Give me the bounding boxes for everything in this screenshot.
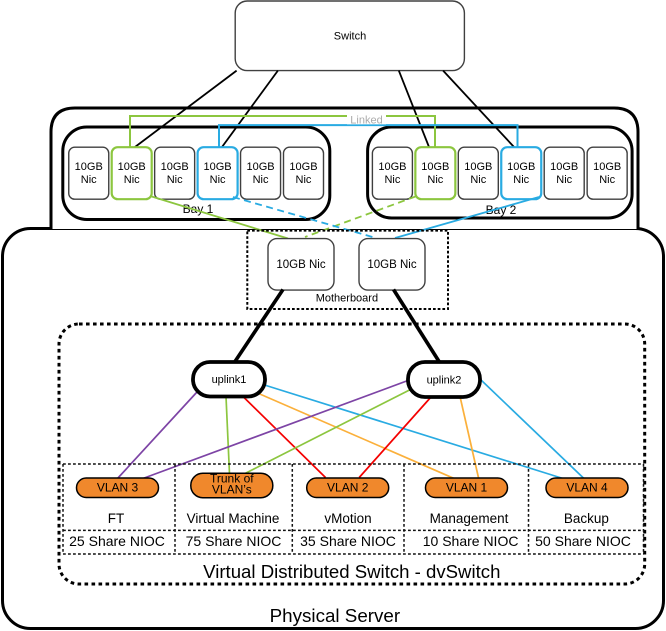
svg-text:uplink1: uplink1 [212, 374, 247, 386]
svg-text:10GB: 10GB [550, 161, 578, 173]
svg-text:Nic: Nic [210, 174, 226, 186]
svg-text:10GB Nic: 10GB Nic [367, 259, 416, 271]
svg-text:Physical Server: Physical Server [270, 605, 400, 626]
svg-text:Backup: Backup [564, 511, 609, 526]
svg-text:Nic: Nic [384, 174, 400, 186]
svg-text:10GB: 10GB [421, 161, 449, 173]
svg-text:10GB: 10GB [75, 161, 103, 173]
svg-text:VLAN’s: VLAN’s [212, 483, 252, 497]
svg-text:10GB: 10GB [161, 161, 189, 173]
svg-text:Nic: Nic [470, 174, 486, 186]
svg-text:10GB: 10GB [507, 161, 535, 173]
svg-text:Nic: Nic [599, 174, 615, 186]
svg-text:Linked: Linked [350, 115, 382, 127]
svg-text:Nic: Nic [124, 174, 140, 186]
svg-text:FT: FT [108, 511, 125, 526]
svg-text:Nic: Nic [513, 174, 529, 186]
svg-text:10GB Nic: 10GB Nic [276, 259, 325, 271]
svg-text:Virtual Distributed Switch - d: Virtual Distributed Switch - dvSwitch [203, 561, 500, 582]
svg-text:25 Share NIOC: 25 Share NIOC [69, 533, 165, 549]
svg-text:vMotion: vMotion [324, 511, 371, 526]
svg-text:Switch: Switch [334, 31, 366, 43]
svg-text:Nic: Nic [427, 174, 443, 186]
svg-text:Trunk of: Trunk of [210, 472, 254, 486]
svg-text:10GB: 10GB [593, 161, 621, 173]
svg-text:10GB: 10GB [464, 161, 492, 173]
svg-text:50 Share NIOC: 50 Share NIOC [535, 533, 631, 549]
svg-text:10 Share NIOC: 10 Share NIOC [423, 533, 519, 549]
svg-text:VLAN 1: VLAN 1 [446, 481, 488, 495]
svg-text:Management: Management [430, 511, 509, 526]
svg-text:10GB: 10GB [246, 161, 274, 173]
svg-text:10GB: 10GB [118, 161, 146, 173]
svg-text:Nic: Nic [556, 174, 572, 186]
svg-text:VLAN 3: VLAN 3 [97, 481, 139, 495]
svg-text:75 Share NIOC: 75 Share NIOC [186, 533, 282, 549]
svg-text:VLAN 4: VLAN 4 [566, 481, 608, 495]
svg-text:10GB: 10GB [204, 161, 232, 173]
svg-text:VLAN 2: VLAN 2 [327, 481, 369, 495]
svg-text:Nic: Nic [253, 174, 269, 186]
svg-text:10GB: 10GB [289, 161, 317, 173]
svg-text:10GB: 10GB [378, 161, 406, 173]
svg-text:Nic: Nic [167, 174, 183, 186]
svg-text:35 Share NIOC: 35 Share NIOC [300, 533, 396, 549]
svg-text:Motherboard: Motherboard [316, 293, 378, 305]
svg-text:uplink2: uplink2 [427, 375, 462, 387]
svg-text:Virtual Machine: Virtual Machine [187, 511, 280, 526]
svg-text:Nic: Nic [81, 174, 97, 186]
svg-text:Nic: Nic [296, 174, 312, 186]
